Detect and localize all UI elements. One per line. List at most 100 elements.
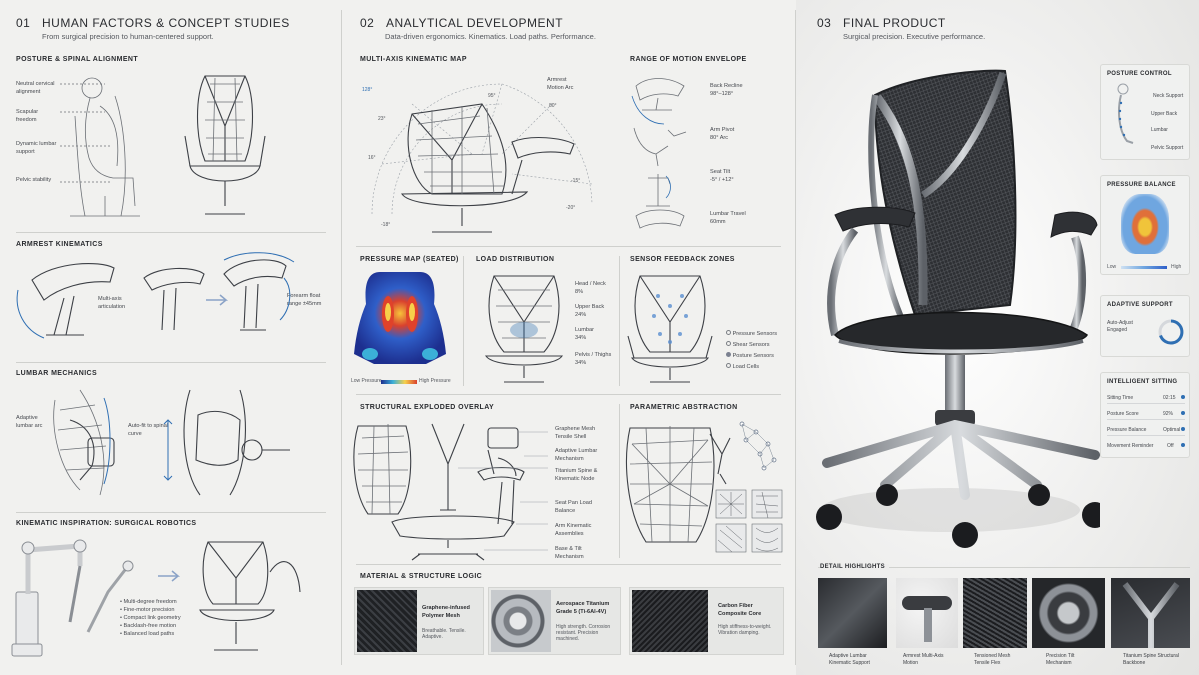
col1-number: 01	[16, 16, 31, 30]
highlight-thumb-tilt	[1032, 578, 1105, 648]
sitting-indicator-dot	[1181, 427, 1185, 431]
col1-divider-3	[16, 512, 326, 513]
legend-dot-icon	[726, 352, 731, 358]
sitting-row-name: Movement Reminder	[1107, 443, 1154, 449]
robotics-bullet: • Compact link geometry	[120, 615, 181, 622]
lumbar-section-title: LUMBAR MECHANICS	[16, 370, 98, 377]
material-card-mesh: Graphene-infused Polymer Mesh Breathable…	[354, 587, 484, 655]
titanium-part-image	[491, 590, 551, 652]
sitting-row-value: 92%	[1163, 411, 1174, 417]
sitting-row-value[interactable]: Off	[1167, 443, 1174, 449]
highlight-caption: Precision Tilt Mechanism	[1046, 653, 1075, 666]
adaptive-ring-gauge	[1158, 319, 1184, 345]
col3-heading: 03 FINAL PRODUCT	[817, 16, 946, 30]
carbon-texture-image	[632, 590, 708, 652]
material-desc: Breathable. Tensile. Adaptive.	[422, 628, 466, 640]
pressure-high-label: High Pressure	[419, 378, 451, 384]
sensor-legend-text: Pressure Sensors	[732, 331, 778, 337]
motion-sketches	[631, 78, 687, 229]
robotics-bullet-text: Fine-motor precision	[123, 607, 175, 614]
material-desc: High strength. Corrosion resistant. Prec…	[556, 624, 611, 642]
posture-item-lumbar[interactable]: Lumbar	[1151, 127, 1168, 133]
pressure-section-title: PRESSURE MAP (SEATED)	[360, 256, 459, 263]
posture-label-scapular: Scapular freedom	[16, 109, 39, 124]
robotics-bullet-text: Backlash-free motion	[123, 623, 177, 630]
legend-ring-icon	[726, 363, 731, 369]
armrest-sketch	[16, 252, 295, 339]
posture-item-neck[interactable]: Neck Support	[1153, 93, 1184, 99]
material-card-titanium: Aerospace Titanium Grade 5 (Ti-6Al-4V) H…	[488, 587, 621, 655]
motion-item-name: Lumbar Travel	[710, 211, 746, 217]
kinematic-map-sketch	[371, 83, 593, 233]
col-divider-1	[341, 10, 342, 665]
robotics-bullet: • Multi-degree freedom	[120, 599, 177, 605]
col2-subtitle: Data-driven ergonomics. Kinematics. Load…	[385, 32, 596, 41]
robotics-bullet: • Backlash-free motion	[120, 623, 177, 630]
posture-label-cervical: Neutral cervical alignment	[16, 81, 55, 96]
sensor-legend-text: Shear Sensors	[732, 342, 770, 349]
sensor-legend-item: Pressure Sensors	[726, 330, 777, 338]
posture-control-panel: POSTURE CONTROL Neck Support Upper Back …	[1100, 64, 1190, 160]
pressure-balance-high: High	[1171, 264, 1182, 270]
sensor-section-title: SENSOR FEEDBACK ZONES	[630, 256, 735, 263]
sitting-indicator-dot	[1181, 411, 1185, 415]
col1-divider-2	[16, 362, 326, 363]
load-item-value: 34%	[575, 335, 587, 342]
final-chair-image	[816, 69, 1100, 548]
exploded-sketch	[353, 423, 548, 561]
posture-sketch	[60, 75, 266, 217]
posture-control-title: POSTURE CONTROL	[1107, 71, 1172, 77]
material-section-title: MATERIAL & STRUCTURE LOGIC	[360, 573, 483, 580]
col2-vdivider-2	[619, 256, 620, 386]
highlights-title: DETAIL HIGHLIGHTS	[820, 564, 889, 570]
lumbar-sketch	[53, 389, 290, 496]
exploded-label-base: Base & Tilt Mechanism	[555, 546, 584, 561]
posture-item-upper-back[interactable]: Upper Back	[1151, 111, 1178, 117]
material-card-carbon: Carbon Fiber Composite Core High stiffne…	[629, 587, 784, 655]
sitting-indicator-dot	[1181, 395, 1185, 399]
angle-label-4: 23°	[378, 116, 386, 122]
spine-y-shape	[1122, 582, 1180, 648]
col2-vdivider-1	[463, 256, 464, 386]
col-divider-2	[795, 10, 796, 665]
col1-title: HUMAN FACTORS & CONCEPT STUDIES	[42, 16, 290, 30]
posture-item-pelvic[interactable]: Pelvic Support	[1151, 145, 1184, 151]
sensor-legend-item: Posture Sensors	[726, 352, 777, 360]
sensor-legend-item: Load Cells	[726, 363, 777, 371]
col2-vdivider-3	[619, 404, 620, 558]
adaptive-status: Auto-Adjust Engaged	[1107, 320, 1133, 333]
parametric-sketch	[625, 421, 783, 553]
exploded-label-spine: Titanium Spine & Kinematic Node	[555, 468, 598, 483]
sitting-indicator-dot	[1181, 443, 1185, 447]
sitting-row-name: Sitting Time	[1107, 395, 1134, 401]
robotics-sketch	[11, 539, 301, 657]
col3-title: FINAL PRODUCT	[843, 16, 946, 30]
highlight-caption: Adaptive Lumbar Kinematic Support	[829, 653, 870, 666]
armrest-post-shape	[924, 608, 932, 642]
col2-divider-2	[356, 394, 781, 395]
highlight-thumb-armrest	[896, 578, 958, 648]
robotics-bullets: • Multi-degree freedom • Fine-motor prec…	[120, 598, 181, 639]
sensor-legend: Pressure Sensors Shear Sensors Posture S…	[726, 330, 777, 371]
motion-item-value: 80° Arc	[710, 135, 729, 142]
angle-label-5: 16°	[368, 155, 376, 161]
posture-label-lumbar: Dynamic lumbar support	[16, 141, 57, 156]
robotics-bullet: • Balanced load paths	[120, 631, 175, 638]
load-item-name: Head / Neck	[575, 281, 606, 287]
motion-item-lumbar-travel: Lumbar Travel 60mm	[710, 210, 746, 226]
angle-label-1: 128°	[362, 87, 373, 93]
intelligent-sitting-title: INTELLIGENT SITTING	[1107, 379, 1178, 385]
material-name: Aerospace Titanium Grade 5 (Ti-6Al-4V)	[556, 601, 610, 616]
highlights-divider	[818, 567, 1190, 568]
sitting-row-name: Posture Score	[1107, 411, 1139, 417]
load-item-value: 8%	[575, 289, 584, 296]
sitting-row-name: Pressure Balance	[1107, 427, 1147, 433]
col3-subtitle: Surgical precision. Executive performanc…	[843, 32, 986, 41]
material-name: Graphene-infused Polymer Mesh	[422, 605, 470, 620]
highlight-thumb-lumbar	[818, 578, 887, 648]
col3-number: 03	[817, 16, 832, 30]
load-item-name: Upper Back	[575, 304, 605, 310]
